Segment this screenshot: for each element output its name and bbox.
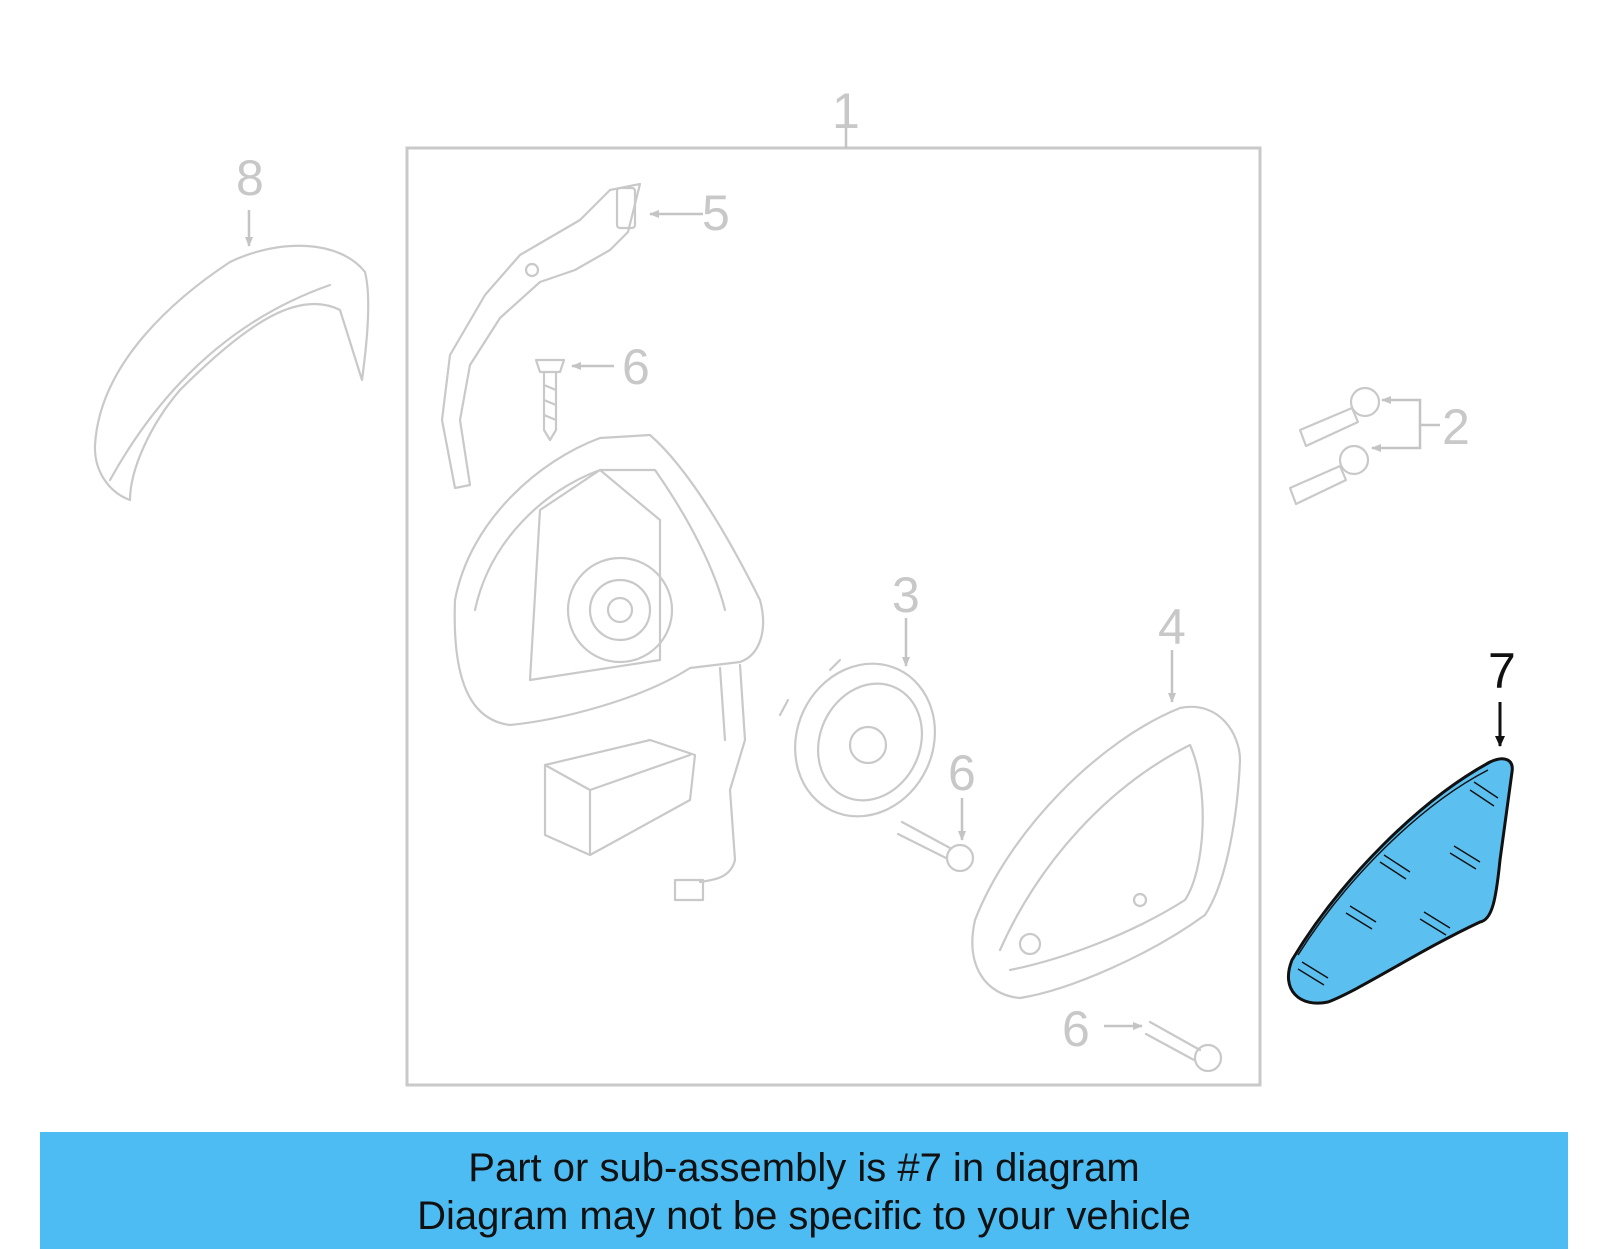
callout-6c[interactable]: 6 [1062, 1001, 1090, 1057]
info-banner: Part or sub-assembly is #7 in diagram Di… [40, 1132, 1568, 1249]
connector-block [543, 738, 697, 857]
part-7-mirror-glass[interactable] [1286, 757, 1514, 1005]
callout-7[interactable]: 7 [1488, 643, 1516, 699]
part-6-screw-lower[interactable] [1144, 1020, 1223, 1073]
assembly-box [405, 146, 1262, 1087]
part-8-mirror-cover[interactable] [93, 244, 370, 502]
callout-4[interactable]: 4 [1158, 599, 1186, 655]
part-6-screw-middle[interactable] [896, 820, 975, 873]
banner-line-2: Diagram may not be specific to your vehi… [417, 1194, 1191, 1238]
callout-6b[interactable]: 6 [948, 745, 976, 801]
banner-line-1: Part or sub-assembly is #7 in diagram [468, 1146, 1140, 1190]
callout-3[interactable]: 3 [892, 567, 920, 623]
part-5-turn-signal[interactable] [440, 182, 642, 490]
callout-6a[interactable]: 6 [622, 339, 650, 395]
parts-diagram: 1 8 5 6 [93, 83, 1516, 1087]
part-4-mirror-frame[interactable] [971, 705, 1242, 1000]
callout-5[interactable]: 5 [702, 185, 730, 241]
callout-1[interactable]: 1 [832, 83, 860, 139]
part-3-actuator-motor[interactable] [770, 641, 959, 840]
callout-8[interactable]: 8 [236, 150, 264, 206]
part-2-bolts[interactable] [1288, 386, 1381, 506]
part-6-screw-upper[interactable] [534, 358, 566, 442]
mirror-housing [453, 433, 765, 902]
callout-2[interactable]: 2 [1442, 399, 1470, 455]
